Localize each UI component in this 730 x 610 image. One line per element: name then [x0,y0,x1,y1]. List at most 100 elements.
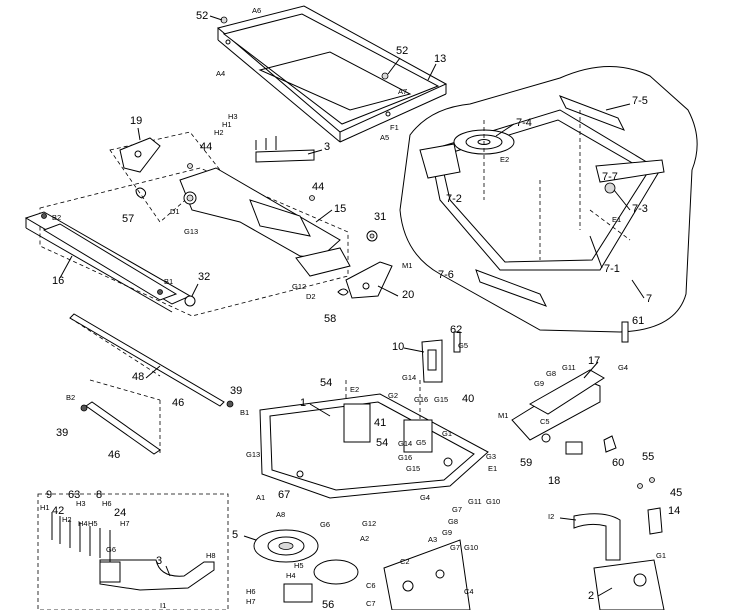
label-16: 16 [52,275,64,287]
label-19: 19 [130,115,142,127]
label-H5-flex: H5 [88,519,98,528]
pcb-lower-part [383,539,471,610]
label-G4-frame: G4 [618,363,628,372]
label-57: 57 [122,213,134,225]
label-G10-lower: G10 [464,543,478,552]
label-7-4: 7-4 [516,117,532,129]
label-C6: C6 [366,581,376,590]
label-G16-mid: G16 [398,453,412,462]
label-H5-center: H5 [294,561,304,570]
label-G15-top: G15 [434,395,448,404]
label-I2: I2 [548,512,554,521]
label-B1-left: B1 [164,277,173,286]
label-G6-flex: G6 [106,545,116,554]
label-8: 8 [96,489,102,501]
label-G13-center: G13 [246,450,260,459]
spring-58-part [337,288,349,296]
label-7: 7 [646,293,652,305]
label-G10: G10 [486,497,500,506]
label-M1-left: M1 [402,261,412,270]
label-17: 17 [588,355,600,367]
label-24: 24 [114,507,126,519]
label-B2-shaft: B2 [66,393,75,402]
pickup-assembly-17-part [511,369,617,455]
label-40: 40 [462,393,474,405]
label-H4-center: H4 [286,571,296,580]
label-G12-left: G12 [292,282,306,291]
label-H8: H8 [206,551,216,560]
label-C5: C5 [540,417,550,426]
label-G3: G3 [486,452,496,461]
label-H2: H2 [214,128,224,137]
label-D2: D2 [306,292,316,301]
label-7-5: 7-5 [632,95,648,107]
top-cover-part [216,5,448,143]
label-B1-shaft: B1 [240,408,249,417]
label-7-2: 7-2 [446,193,462,205]
screw-44-parts [187,163,315,201]
label-H1-flex: H1 [40,503,50,512]
label-G1-center: G1 [442,429,452,438]
label-55: 55 [642,451,654,463]
label-44: 44 [200,141,212,153]
label-G4-center: G4 [420,493,430,502]
label-F1: F1 [390,123,399,132]
label-13: 13 [434,53,446,65]
label-G14-top: G14 [402,373,416,382]
label-E2-center: E2 [350,385,359,394]
label-A4: A4 [216,69,225,78]
label-A7: A7 [398,87,407,96]
label-63: 63 [68,489,80,501]
label-60: 60 [612,457,624,469]
label-A2: A2 [360,534,369,543]
frame-assembly-outline [399,66,698,333]
label-G9-right: G9 [534,379,544,388]
label-G11: G11 [468,497,482,506]
flex-cable-3-part [51,512,215,591]
bracket-19-part [119,137,161,173]
label-G6-center: G6 [320,520,330,529]
label-46-lower: 46 [108,449,120,461]
leader-lines [59,15,645,597]
label-7-6: 7-6 [438,269,454,281]
plate-3-upper-part [255,136,315,163]
label-15: 15 [334,203,346,215]
label-G2: G2 [388,391,398,400]
label-48: 48 [132,371,144,383]
label-41: 41 [374,417,386,429]
shaft-48-part [69,313,234,408]
label-54-mid: 54 [376,437,388,449]
label-E1-center: E1 [488,464,497,473]
label-G1-right: G1 [656,551,666,560]
label-56: 56 [322,599,334,610]
label-G5-mid: G5 [416,438,426,447]
label-H3-flex: H3 [76,499,86,508]
lever-20-part [345,261,393,299]
label-18: 18 [548,475,560,487]
label-67: 67 [278,489,290,501]
label-M1-right: M1 [498,411,508,420]
label-2: 2 [588,590,594,602]
label-B2-left: B2 [52,213,61,222]
label-61: 61 [632,315,644,327]
chassis-plate-part [179,167,378,277]
label-1: 1 [300,397,306,409]
label-G7: G7 [452,505,462,514]
label-A3: A3 [428,535,437,544]
label-D1: D1 [170,207,180,216]
spring-57-part [135,187,147,199]
label-A5: A5 [380,133,389,142]
label-7-7: 7-7 [602,171,618,183]
label-C4: C4 [464,587,474,596]
label-10: 10 [392,341,404,353]
label-G12-center: G12 [362,519,376,528]
label-62: 62 [450,324,462,336]
label-H1: H1 [222,120,232,129]
label-46-upper: 46 [172,397,184,409]
label-I1: I1 [160,601,166,610]
label-39-left: 39 [56,427,68,439]
label-G15-mid: G15 [406,464,420,473]
label-54-top: 54 [320,377,332,389]
label-A8: A8 [276,510,285,519]
